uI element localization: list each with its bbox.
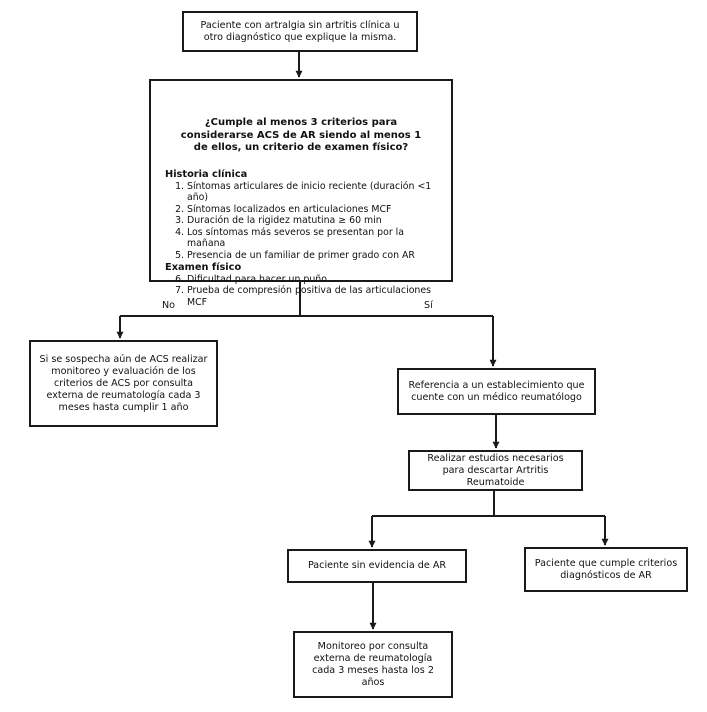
history-item: Presencia de un familiar de primer grado… [187, 250, 437, 262]
history-list: Síntomas articulares de inicio reciente … [165, 181, 437, 262]
history-item: Síntomas localizados en articulaciones M… [187, 204, 437, 216]
exam-list: Dificultad para hacer un puño Prueba de … [165, 274, 437, 309]
meets-criteria-text: Paciente que cumple criterios diagnóstic… [534, 557, 678, 581]
monitoring-node: Monitoreo por consulta externa de reumat… [293, 631, 453, 698]
exam-item: Dificultad para hacer un puño [187, 274, 437, 286]
no-evidence-text: Paciente sin evidencia de AR [307, 560, 447, 571]
meets-criteria-node: Paciente que cumple criterios diagnóstic… [524, 547, 688, 592]
start-node-text: Paciente con artralgia sin artritis clín… [200, 19, 400, 43]
start-node: Paciente con artralgia sin artritis clín… [182, 11, 418, 52]
criteria-node: ¿Cumple al menos 3 criterios para consid… [149, 79, 453, 308]
branch-label-yes: Sí [424, 300, 433, 311]
no-branch-node: Si se sospecha aún de ACS realizar monit… [29, 340, 218, 427]
branch-label-no: No [162, 300, 176, 311]
studies-node: Realizar estudios necesarios para descar… [408, 450, 583, 491]
history-item: Síntomas articulares de inicio reciente … [187, 181, 437, 204]
studies-text: Realizar estudios necesarios para descar… [427, 452, 564, 488]
referral-text: Referencia a un establecimiento que cuen… [408, 379, 585, 403]
history-heading: Historia clínica [165, 168, 248, 180]
exam-heading: Examen físico [165, 261, 242, 273]
no-evidence-node: Paciente sin evidencia de AR [287, 549, 467, 583]
exam-item: Prueba de compresión positiva de las art… [187, 285, 437, 308]
monitoring-text: Monitoreo por consulta externa de reumat… [312, 640, 434, 688]
referral-node: Referencia a un establecimiento que cuen… [397, 368, 596, 415]
history-item: Los síntomas más severos se presentan po… [187, 227, 437, 250]
no-branch-text: Si se sospecha aún de ACS realizar monit… [39, 353, 208, 413]
history-item: Duración de la rigidez matutina ≥ 60 min [187, 215, 437, 227]
criteria-question: ¿Cumple al menos 3 criterios para consid… [180, 117, 422, 153]
